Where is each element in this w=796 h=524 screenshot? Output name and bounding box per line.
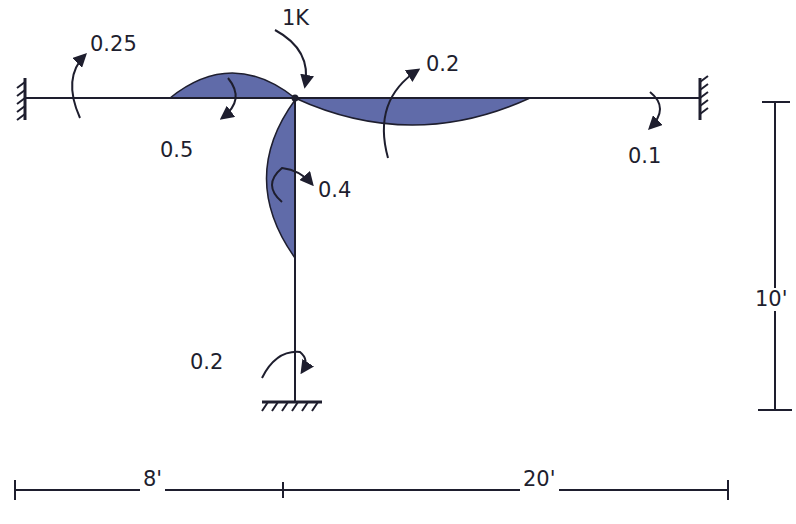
dimension-tick (727, 480, 729, 500)
moment-arrow (262, 352, 306, 378)
dimension-tick (282, 482, 284, 498)
moment-arrow (275, 30, 306, 86)
moment-value: 0.2 (190, 352, 223, 373)
beam (25, 97, 700, 99)
support-hatch (17, 82, 25, 120)
dimension-label: 10' (752, 288, 791, 311)
moment-diagram (295, 98, 530, 125)
dimension-line (15, 489, 728, 491)
moment-value: 0.4 (318, 180, 351, 201)
dimension-label: 20' (520, 468, 559, 491)
moment-arrow (384, 70, 418, 158)
moment-value: 0.1 (628, 146, 661, 167)
moment-arrow (72, 55, 85, 118)
joint (292, 95, 299, 102)
moment-arrow (272, 168, 312, 202)
dimension-line (774, 102, 776, 410)
dimension-tick (14, 480, 16, 500)
dimension-tick (758, 409, 792, 411)
moment-arrow (222, 78, 236, 118)
moment-arrow (650, 92, 660, 128)
column (294, 98, 296, 402)
fixed-support (262, 401, 322, 404)
moment-value: 0.25 (90, 34, 137, 55)
dimension-tick (762, 101, 790, 103)
dimension-label: 8' (140, 468, 165, 491)
moment-diagram (267, 100, 296, 258)
moment-value: 1K (282, 8, 309, 29)
moment-value: 0.5 (160, 140, 193, 161)
moment-value: 0.2 (426, 54, 459, 75)
support-hatch (262, 402, 318, 411)
support-hatch (700, 76, 708, 114)
